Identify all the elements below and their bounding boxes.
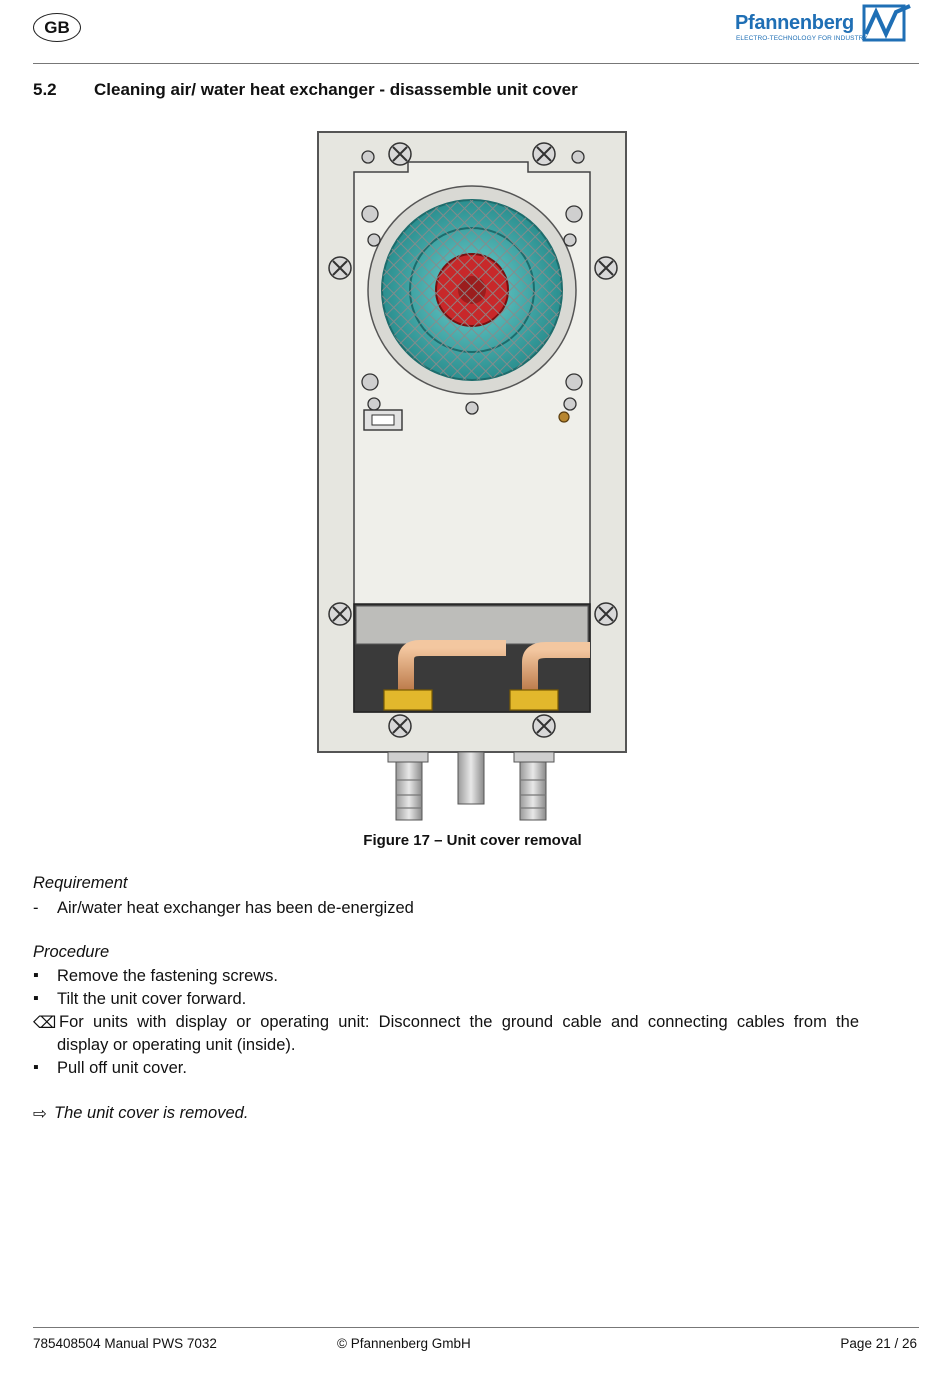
requirement-heading: Requirement: [33, 874, 128, 892]
bullet-icon: ▪: [33, 967, 39, 984]
section-number: 5.2: [33, 80, 57, 99]
language-badge-text: GB: [44, 17, 70, 37]
result-arrow-icon: ⇨: [33, 1105, 47, 1123]
procedure-step: Remove the fastening screws.: [57, 967, 279, 985]
requirement-item: Air/water heat exchanger has been de-ene…: [57, 899, 414, 917]
requirement-marker: -: [33, 899, 39, 917]
logo-tagline: ELECTRO-TECHNOLOGY FOR INDUSTRY: [736, 35, 868, 42]
section-title: Cleaning air/ water heat exchanger - dis…: [94, 80, 578, 99]
note-line-2: display or operating unit (inside).: [57, 1036, 296, 1054]
logo-name: Pfannenberg: [735, 12, 854, 34]
language-badge: GB: [33, 13, 81, 42]
unit-cover-figure: [317, 131, 627, 821]
bullet-icon: ▪: [33, 990, 39, 1007]
procedure-step: Pull off unit cover.: [57, 1059, 187, 1077]
figure-caption: Figure 17 – Unit cover removal: [363, 832, 582, 849]
footer-copyright: © Pfannenberg GmbH: [337, 1336, 471, 1351]
pfannenberg-logo-icon: [862, 4, 911, 42]
procedure-heading: Procedure: [33, 943, 110, 961]
result-text: The unit cover is removed.: [54, 1104, 249, 1122]
footer-doc: 785408504 Manual PWS 7032: [33, 1336, 217, 1351]
footer-page: Page 21 / 26: [840, 1336, 917, 1351]
note-icon: ⌫: [33, 1014, 57, 1032]
note-line-1: For units with display or operating unit…: [59, 1013, 859, 1031]
header-rule: [33, 63, 919, 64]
bullet-icon: ▪: [33, 1059, 39, 1076]
procedure-step: Tilt the unit cover forward.: [57, 990, 247, 1008]
footer-rule: [33, 1327, 919, 1328]
